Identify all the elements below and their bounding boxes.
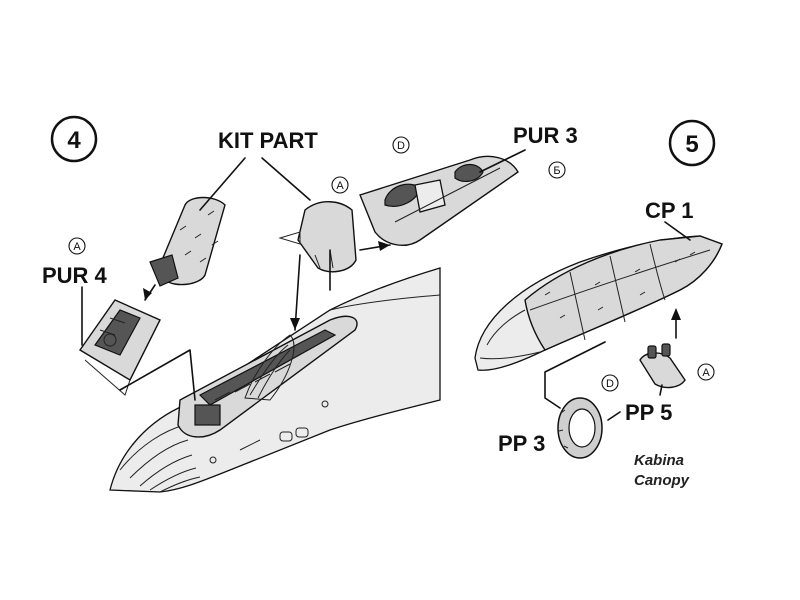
svg-text:A: A <box>73 241 81 253</box>
step-4-number: 4 <box>67 127 81 154</box>
label-kit-part: KIT PART <box>218 128 318 153</box>
label-cp1: CP 1 <box>645 198 694 223</box>
pur3-part <box>359 155 519 246</box>
svg-text:D: D <box>397 140 405 152</box>
label-pur4: PUR 4 <box>42 263 108 288</box>
kit-part-frame <box>278 201 357 273</box>
step-4-badge: 4 <box>50 115 98 163</box>
cp1-canopy <box>474 235 723 371</box>
marker-d-pp5: D <box>601 374 619 392</box>
svg-text:Б: Б <box>553 165 560 177</box>
step-5-badge: 5 <box>668 119 716 167</box>
marker-a-pp5: A <box>697 363 715 381</box>
svg-text:A: A <box>336 180 344 192</box>
marker-a-kit: A <box>331 176 349 194</box>
arrowheads <box>143 241 681 330</box>
label-pp5: PP 5 <box>625 400 672 425</box>
pp3-part <box>557 397 603 459</box>
svg-text:A: A <box>702 367 710 379</box>
pur4-part <box>78 299 161 396</box>
label-pur3: PUR 3 <box>513 123 578 148</box>
cockpit-tub <box>177 315 358 438</box>
caption-kabina: Kabina <box>634 452 684 469</box>
svg-text:D: D <box>606 378 614 390</box>
label-pp3: PP 3 <box>498 431 545 456</box>
caption-canopy: Canopy <box>634 472 690 489</box>
leader-lines <box>81 149 691 421</box>
marker-b-pur3: Б <box>548 161 566 179</box>
kit-part-headbox <box>149 196 226 287</box>
pp5-part <box>639 343 686 389</box>
step-5-number: 5 <box>685 131 698 158</box>
marker-d-pur3: D <box>392 136 410 154</box>
marker-a-pur4: A <box>68 237 86 255</box>
